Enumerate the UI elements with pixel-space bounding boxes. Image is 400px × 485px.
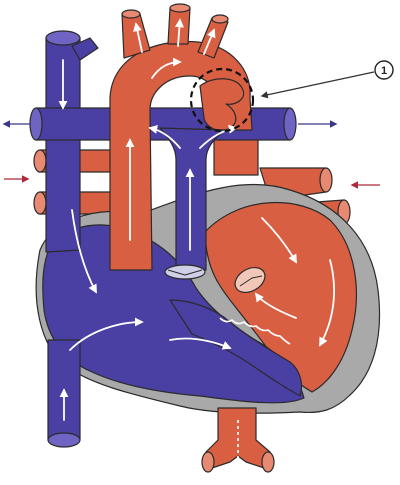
flow-arrow-lv: [254, 292, 297, 319]
pulmonary-artery-right-end: [283, 107, 297, 141]
ivc-opening: [47, 432, 81, 448]
flow-arrow-brachiocephalic: [133, 22, 143, 53]
callout-badge: [374, 60, 394, 80]
septum-trabeculae: [219, 317, 291, 345]
svc-opening: [45, 30, 81, 46]
pulmonary-valve-cusps: [167, 269, 203, 276]
brachiocephalic-artery-end: [121, 9, 141, 19]
callout-leader-line: [260, 71, 375, 99]
aortic-valve-cusps: [239, 275, 263, 287]
svc-branch: [71, 37, 99, 61]
pulmonary-vein-right-upper-end: [319, 167, 333, 193]
callout-highlight-circle: [189, 67, 255, 133]
ventricular-septum: [169, 299, 303, 397]
flow-arrow-pa-right: [199, 124, 238, 149]
pulmonary-artery-left-end: [29, 107, 43, 141]
flow-arrow-rv: [69, 317, 144, 351]
left-common-carotid-end: [169, 3, 191, 13]
iliac-left-end: [201, 451, 215, 473]
flow-arrow-arch: [151, 57, 182, 79]
flow-arrow-ra: [71, 209, 97, 294]
flow-arrow-pa-left: [148, 125, 181, 149]
flow-arrow-la: [261, 217, 297, 264]
callout-number: 1: [381, 65, 387, 77]
flow-arrow-subclavian: [203, 28, 216, 55]
pulmonary-trunk: [159, 127, 227, 271]
flow-arrow-carotid: [174, 18, 184, 47]
pulmonary-vein-left-upper-end: [33, 149, 47, 173]
left-subclavian-artery-end: [211, 14, 229, 24]
flow-arrow-lv-apex: [319, 259, 335, 347]
iliac-right-end: [261, 451, 275, 473]
pulmonary-vein-left-lower-end: [33, 191, 47, 215]
flow-arrow-rv-out: [169, 337, 232, 350]
pulmonary-valve: [164, 264, 206, 280]
left-ventricle: [204, 201, 357, 393]
aortic-valve: [234, 266, 266, 294]
brachiocephalic-artery: [121, 13, 151, 59]
